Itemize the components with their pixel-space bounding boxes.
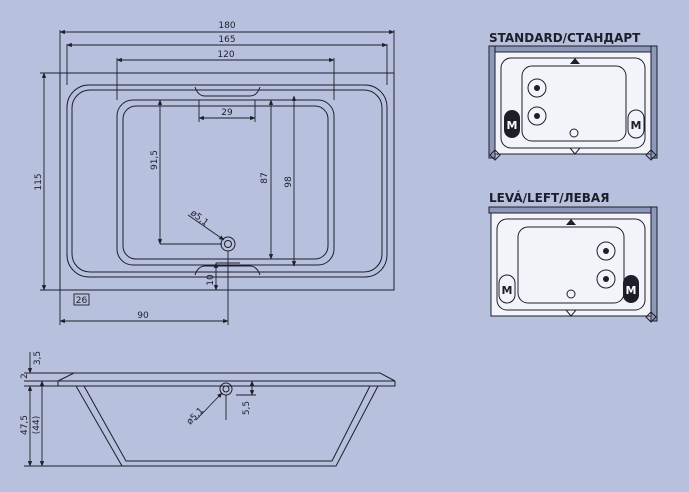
variant-standard-title: STANDARD/СТАНДАРТ	[489, 31, 641, 45]
dim-total-height: 47,5	[20, 415, 30, 435]
drain-circle-inner	[224, 240, 232, 248]
wall-right	[650, 45, 658, 159]
tub-outline	[59, 72, 395, 291]
side-body-inner	[83, 385, 371, 462]
alt-label-standard: M	[631, 119, 642, 132]
mini-tub-standard	[494, 51, 652, 155]
side-view: ø5,1 5,5 3,5 2 47,5 (44)	[20, 351, 396, 467]
dim-rim-thickness: 2	[20, 373, 30, 379]
motor-badge	[504, 110, 520, 138]
top-view: ø5,1 180 165 120 29 91,5 87 98	[34, 21, 395, 325]
variant-left-title: LEVÁ/LEFT/ЛЕВАЯ	[489, 190, 609, 205]
handle-top	[194, 86, 261, 97]
tub-rim-inner	[71, 89, 383, 273]
variant-left: LEVÁ/LEFT/ЛЕВАЯ M M	[488, 190, 658, 323]
tub-basin-inner	[122, 105, 329, 260]
tub-basin	[116, 99, 335, 266]
dim-inner-height: (44)	[32, 416, 42, 434]
wall-right-left	[650, 206, 658, 322]
alt-label-left: M	[502, 284, 513, 297]
dim-inner-depth-b: 87	[260, 172, 270, 183]
wall-left	[488, 45, 496, 159]
dim-rim-top: 3,5	[33, 351, 43, 365]
dim-overall-width: 115	[34, 173, 44, 190]
dim-overall-length: 180	[218, 21, 235, 31]
overflow-circle-inner	[222, 385, 230, 393]
dim-overflow-offset: 5,5	[242, 401, 252, 415]
dim-inner-depth-a: 91,5	[150, 150, 160, 170]
dim-drain-diameter: ø5,1	[188, 208, 210, 228]
alt-badge-left	[498, 274, 516, 304]
dim-overflow-diameter: ø5,1	[185, 406, 206, 427]
dim-inner-length: 120	[217, 50, 234, 60]
dim-handle-width: 29	[221, 108, 233, 118]
corner-mark-box	[73, 293, 90, 306]
motor-label-left: M	[626, 284, 637, 297]
dim-corner-mark: 26	[76, 296, 88, 306]
dim-inner-depth-c: 98	[284, 176, 294, 188]
dim-outer-length: 165	[218, 35, 235, 45]
dim-drain-position: 90	[137, 311, 149, 321]
motor-badge-left	[623, 275, 639, 303]
side-body	[75, 385, 379, 467]
tub-rim	[66, 84, 388, 278]
dim-drain-offset: 10	[206, 274, 216, 286]
variant-standard: STANDARD/СТАНДАРТ M M	[488, 31, 658, 161]
motor-label-standard: M	[507, 119, 518, 132]
wall-top	[488, 45, 658, 53]
alt-badge	[627, 109, 645, 139]
wall-top-left	[488, 206, 658, 214]
side-rim	[57, 372, 396, 382]
handle-bottom	[194, 265, 261, 276]
